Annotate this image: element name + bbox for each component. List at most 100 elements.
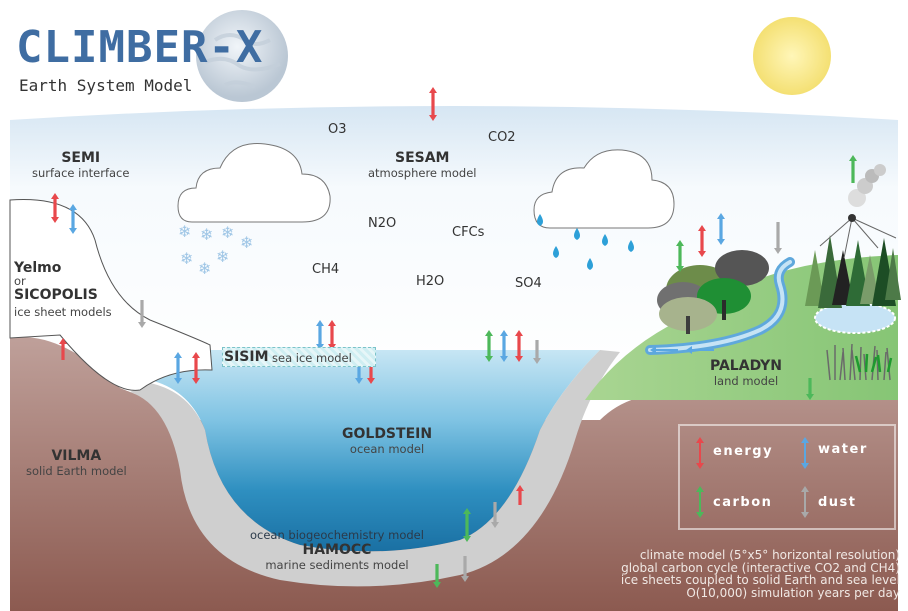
yelmo-label: Yelmo or SICOPOLIS ice sheet models	[14, 260, 112, 319]
goldstein-name: GOLDSTEIN	[342, 426, 433, 442]
carbon-flux-arrow	[463, 508, 471, 542]
water-flux-arrow	[174, 352, 182, 384]
ice-sheet	[9, 199, 213, 391]
legend-arrows	[696, 437, 809, 518]
gas-cfcs: CFCs	[452, 225, 485, 240]
model-summary: climate model (5°x5° horizontal resoluti…	[621, 549, 900, 599]
semi-desc: surface interface	[32, 166, 130, 180]
svg-text:❄: ❄	[221, 223, 234, 242]
legend-box	[678, 424, 896, 530]
carbon-flux-arrow	[485, 330, 493, 362]
legend-dust-arrow	[801, 486, 809, 518]
cloud-right	[533, 149, 675, 229]
sicopolis-name: SICOPOLIS	[14, 287, 98, 303]
energy-flux-arrow	[516, 485, 525, 505]
vilma-name: VILMA	[51, 448, 102, 464]
legend-energy-arrow	[696, 437, 704, 469]
goldstein-label: GOLDSTEIN ocean model	[342, 426, 432, 456]
sesam-desc: atmosphere model	[368, 166, 477, 180]
energy-flux-arrow	[192, 352, 200, 384]
flux-arrows	[51, 87, 858, 588]
gas-o3: O3	[328, 122, 347, 137]
water-flux-arrow	[355, 352, 363, 384]
summary-line-3: ice sheets coupled to solid Earth and se…	[620, 573, 900, 587]
energy-flux-arrow	[515, 330, 523, 362]
dust-flux-arrow	[774, 222, 783, 254]
paladyn-desc: land model	[713, 374, 779, 388]
energy-flux-arrow	[51, 193, 59, 223]
sediment-band	[130, 350, 620, 587]
dust-flux-arrow	[137, 300, 146, 328]
energy-flux-arrow	[328, 320, 336, 350]
volcano-icon	[819, 164, 897, 259]
legend-carbon-arrow	[696, 486, 704, 518]
semi-label: SEMI surface interface	[32, 150, 129, 180]
gas-co2: CO2	[488, 130, 516, 145]
water-runoff-arrow	[650, 346, 678, 354]
vilma-label: VILMA solid Earth model	[26, 448, 127, 478]
energy-flux-arrow	[429, 87, 437, 121]
cloud-left	[177, 143, 331, 223]
svg-text:❄: ❄	[216, 247, 229, 266]
sesam-label: SESAM atmosphere model	[368, 150, 476, 180]
logo-subtitle: Earth System Model	[19, 76, 193, 95]
hamocc-pre: ocean biogeochemistry model	[250, 528, 424, 542]
sisim-sea-ice-box: SISIM sea ice model	[222, 347, 376, 367]
legend-water-label: water	[818, 442, 868, 457]
dust-flux-arrow	[533, 340, 542, 364]
summary-line-1: climate model (5°x5° horizontal resoluti…	[639, 548, 900, 562]
goldstein-desc: ocean model	[349, 442, 425, 456]
carbon-flux-arrow	[849, 155, 858, 183]
gas-h2o: H2O	[416, 274, 445, 289]
legend-water-arrow	[801, 437, 809, 469]
svg-text:❄: ❄	[198, 259, 211, 278]
hamocc-name: HAMOCC	[302, 542, 372, 558]
vilma-desc: solid Earth model	[26, 464, 127, 478]
energy-flux-arrow	[698, 225, 706, 257]
dust-flux-arrow	[461, 556, 469, 582]
yelmo-or: or	[14, 274, 26, 288]
legend-energy-label: energy	[713, 444, 774, 459]
legend-dust-label: dust	[818, 495, 857, 510]
legend-carbon-label: carbon	[713, 495, 773, 510]
dust-flux-arrow	[491, 502, 499, 528]
conifer-forest	[805, 235, 901, 308]
energy-flux-arrow	[59, 338, 67, 360]
svg-text:❄: ❄	[180, 249, 193, 268]
wetland-grass	[826, 343, 893, 381]
svg-text:❄: ❄	[200, 225, 213, 244]
paladyn-label: PALADYN land model	[710, 358, 782, 388]
sun-icon	[753, 17, 831, 95]
water-runoff-arrow	[686, 346, 714, 354]
gas-ch4: CH4	[312, 262, 340, 277]
svg-text:❄: ❄	[178, 222, 191, 241]
logo-title: CLIMBER-X	[16, 22, 264, 73]
sesam-name: SESAM	[394, 150, 450, 166]
summary-line-2: global carbon cycle (interactive CO2 and…	[621, 560, 900, 575]
yelmo-name: Yelmo	[14, 260, 62, 276]
water-flux-arrow	[500, 330, 508, 362]
deciduous-trees	[657, 250, 769, 334]
snowflake-icons: ❄❄❄ ❄❄❄ ❄	[178, 222, 253, 278]
gas-n2o: N2O	[368, 216, 397, 231]
carbon-flux-arrow	[806, 378, 815, 400]
water-flux-arrow	[717, 213, 725, 245]
hamocc-label: ocean biogeochemistry model HAMOCC marin…	[250, 528, 424, 572]
hamocc-desc: marine sediments model	[265, 558, 409, 572]
globe-icon	[196, 10, 288, 102]
water-flux-arrow	[69, 204, 77, 234]
gas-so4: SO4	[515, 276, 542, 291]
carbon-flux-arrow	[676, 240, 684, 272]
sisim-desc: sea ice model	[272, 351, 352, 365]
carbon-flux-arrow	[433, 564, 441, 588]
water-flux-arrow	[316, 320, 324, 350]
semi-name: SEMI	[61, 150, 101, 166]
sisim-name: SISIM	[224, 349, 269, 365]
raindrop-icons	[537, 214, 634, 270]
yelmo-desc: ice sheet models	[14, 305, 112, 319]
energy-flux-arrow	[367, 352, 375, 384]
ocean	[150, 350, 600, 552]
summary-line-4: O(10,000) simulation years per day	[686, 585, 900, 600]
paladyn-name: PALADYN	[710, 358, 783, 374]
